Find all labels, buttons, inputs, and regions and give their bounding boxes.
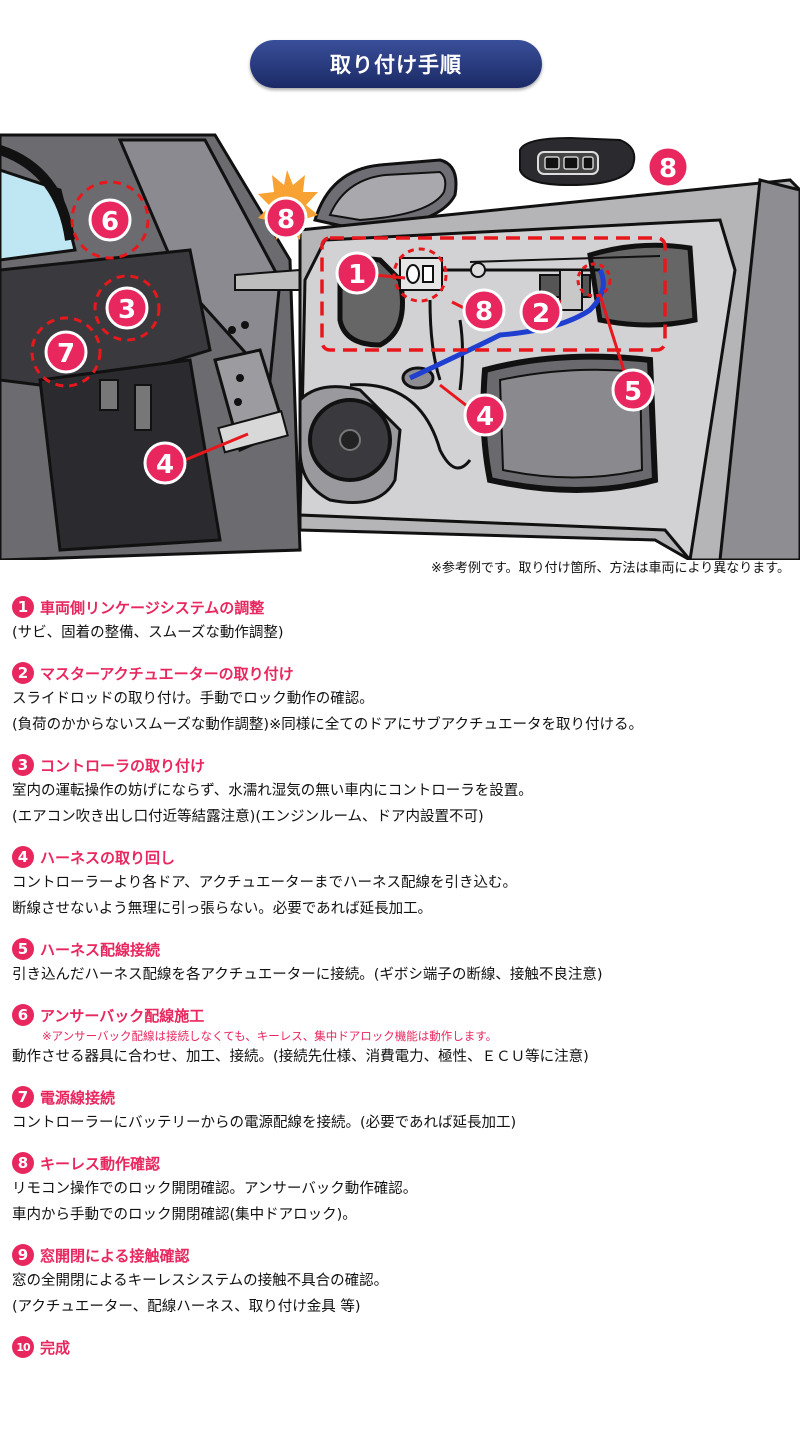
step-number: 3 [12,754,34,776]
step-2: 2 マスターアクチュエーターの取り付け スライドロッドの取り付け。手動でロック動作… [12,660,796,738]
page-title: 取り付け手順 [250,40,542,88]
step-number: 5 [12,938,34,960]
step-text: 断線させないよう無理に引っ張らない。必要であれば延長加工。 [12,901,433,917]
step-text: リモコン操作でのロック開閉確認。アンサーバック動作確認。 [12,1181,418,1197]
step-number: 9 [12,1244,34,1266]
badge-8-key: 8 [646,145,690,189]
step-number: 7 [12,1086,34,1108]
badge-6: 6 [88,198,132,242]
svg-text:2: 2 [532,299,550,329]
badge-3: 3 [105,286,149,330]
step-4: 4 ハーネスの取り回し コントローラーより各ドア、アクチュエーターまでハーネス配線… [12,844,796,922]
badge-4-interior: 4 [143,441,187,485]
step-title: ハーネス配線接続 [40,940,161,959]
step-text: 引き込んだハーネス配線を各アクチュエーターに接続。(ギボシ端子の断線、接触不良注… [12,967,603,983]
step-title: アンサーバック配線施工 [40,1006,205,1025]
step-title: ハーネスの取り回し [40,848,176,867]
svg-text:8: 8 [659,154,677,184]
door-panel [298,178,800,560]
step-text: (サビ、固着の整備、スムーズな動作調整) [12,625,284,641]
svg-text:1: 1 [348,260,366,290]
step-8: 8 キーレス動作確認 リモコン操作でのロック開閉確認。アンサーバック動作確認。 車… [12,1150,796,1228]
svg-text:8: 8 [277,205,295,235]
callout-circle-6 [70,180,150,260]
svg-text:8: 8 [475,297,493,327]
step-number: 6 [12,1004,34,1026]
step-title: 窓開閉による接触確認 [40,1246,190,1265]
step-5: 5 ハーネス配線接続 引き込んだハーネス配線を各アクチュエーターに接続。(ギボシ端… [12,936,796,988]
step-number: 1 [12,596,34,618]
callout-circle-7 [30,316,102,388]
step-number: 4 [12,846,34,868]
callout-circle-5 [576,262,612,298]
badge-1: 1 [335,251,379,295]
step-9: 9 窓開閉による接触確認 窓の全開閉によるキーレスシステムの接触不具合の確認。 (… [12,1242,796,1320]
step-number: 8 [12,1152,34,1174]
step-title: 電源線接続 [40,1088,116,1107]
step-text: 動作させる器具に合わせ、加工、接続。(接続先仕様、消費電力、極性、ＥＣＵ等に注意… [12,1049,589,1065]
step-number: 10 [12,1336,34,1358]
svg-text:5: 5 [624,377,642,407]
svg-text:4: 4 [476,402,494,432]
step-3: 3 コントローラの取り付け 室内の運転操作の妨げにならず、水濡れ湿気の無い車内にコ… [12,752,796,830]
side-mirror [313,158,458,232]
svg-text:3: 3 [118,295,136,325]
step-text: (負荷のかからないスムーズな動作調整)※同様に全てのドアにサブアクチュエータを取… [12,717,644,733]
badge-4-door: 4 [463,393,507,437]
step-text: コントローラーにバッテリーからの電源配線を接続。(必要であれば延長加工) [12,1115,517,1131]
step-number: 2 [12,662,34,684]
step-text: コントローラーより各ドア、アクチュエーターまでハーネス配線を引き込む。 [12,875,518,891]
badge-2: 2 [519,290,563,334]
svg-text:6: 6 [101,207,119,237]
step-10: 10 完成 [12,1334,796,1360]
badge-8-burst: 8 [264,196,308,240]
step-title: マスターアクチュエーターの取り付け [40,664,294,683]
step-1: 1 車両側リンケージシステムの調整 (サビ、固着の整備、スムーズな動作調整) [12,594,796,646]
step-text: スライドロッドの取り付け。手動でロック動作の確認。 [12,691,374,707]
step-text: (エアコン吹き出し口付近等結露注意)(エンジンルーム、ドア内設置不可) [12,809,484,825]
step-7: 7 電源線接続 コントローラーにバッテリーからの電源配線を接続。(必要であれば延長… [12,1084,796,1136]
reference-note: ※参考例です。取り付け箇所、方法は車両により異なります。 [430,561,790,576]
callout-circle-8-door [392,247,448,303]
step-title: 完成 [40,1338,71,1357]
callout-circle-3 [93,274,161,342]
svg-text:4: 4 [156,450,174,480]
step-text: (アクチュエーター、配線ハーネス、取り付け金具 等) [12,1299,361,1315]
key-fob-image [519,136,636,187]
step-text: 室内の運転操作の妨げにならず、水濡れ湿気の無い車内にコントローラを設置。 [12,783,533,799]
step-text: 窓の全開閉によるキーレスシステムの接触不具合の確認。 [12,1273,389,1289]
installation-diagram: 6 3 7 8 8 1 8 2 5 4 4 [0,133,800,560]
step-note: ※アンサーバック配線は接続しなくても、キーレス、集中ドアロック機能は動作します。 [42,1029,498,1043]
step-title: 車両側リンケージシステムの調整 [40,598,265,617]
car-interior [0,133,302,560]
step-text: 車内から手動でのロック開閉確認(集中ドアロック)。 [12,1207,357,1223]
badge-7: 7 [44,330,88,374]
step-title: キーレス動作確認 [40,1154,161,1173]
badge-5: 5 [611,368,655,412]
step-6: 6 アンサーバック配線施工 ※アンサーバック配線は接続しなくても、キーレス、集中ド… [12,1002,796,1070]
svg-text:7: 7 [57,339,75,369]
badge-8-door: 8 [462,288,506,332]
step-title: コントローラの取り付け [40,756,206,775]
